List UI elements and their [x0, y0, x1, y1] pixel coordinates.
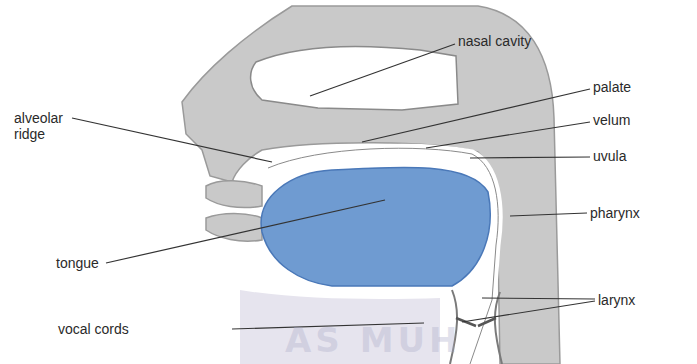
part-label: palate: [593, 79, 693, 95]
part-label: uvula: [593, 148, 693, 164]
watermark: AS MUH: [285, 320, 545, 360]
part-label: alveolar ridge: [14, 110, 76, 142]
part-label: nasal cavity: [458, 33, 598, 49]
part-label: vocal cords: [58, 321, 178, 337]
part-label: tongue: [56, 255, 136, 271]
part-label: velum: [593, 112, 693, 128]
tongue-shape: [261, 167, 490, 286]
upper-lip: [206, 181, 262, 208]
nasal-cavity-shape: [251, 46, 458, 110]
larynx-wall: [495, 292, 502, 364]
lower-lip: [206, 214, 262, 242]
leader-lines: [72, 44, 595, 329]
part-label: larynx: [598, 292, 693, 308]
part-label: pharynx: [590, 205, 690, 221]
head-section: [182, 6, 560, 364]
